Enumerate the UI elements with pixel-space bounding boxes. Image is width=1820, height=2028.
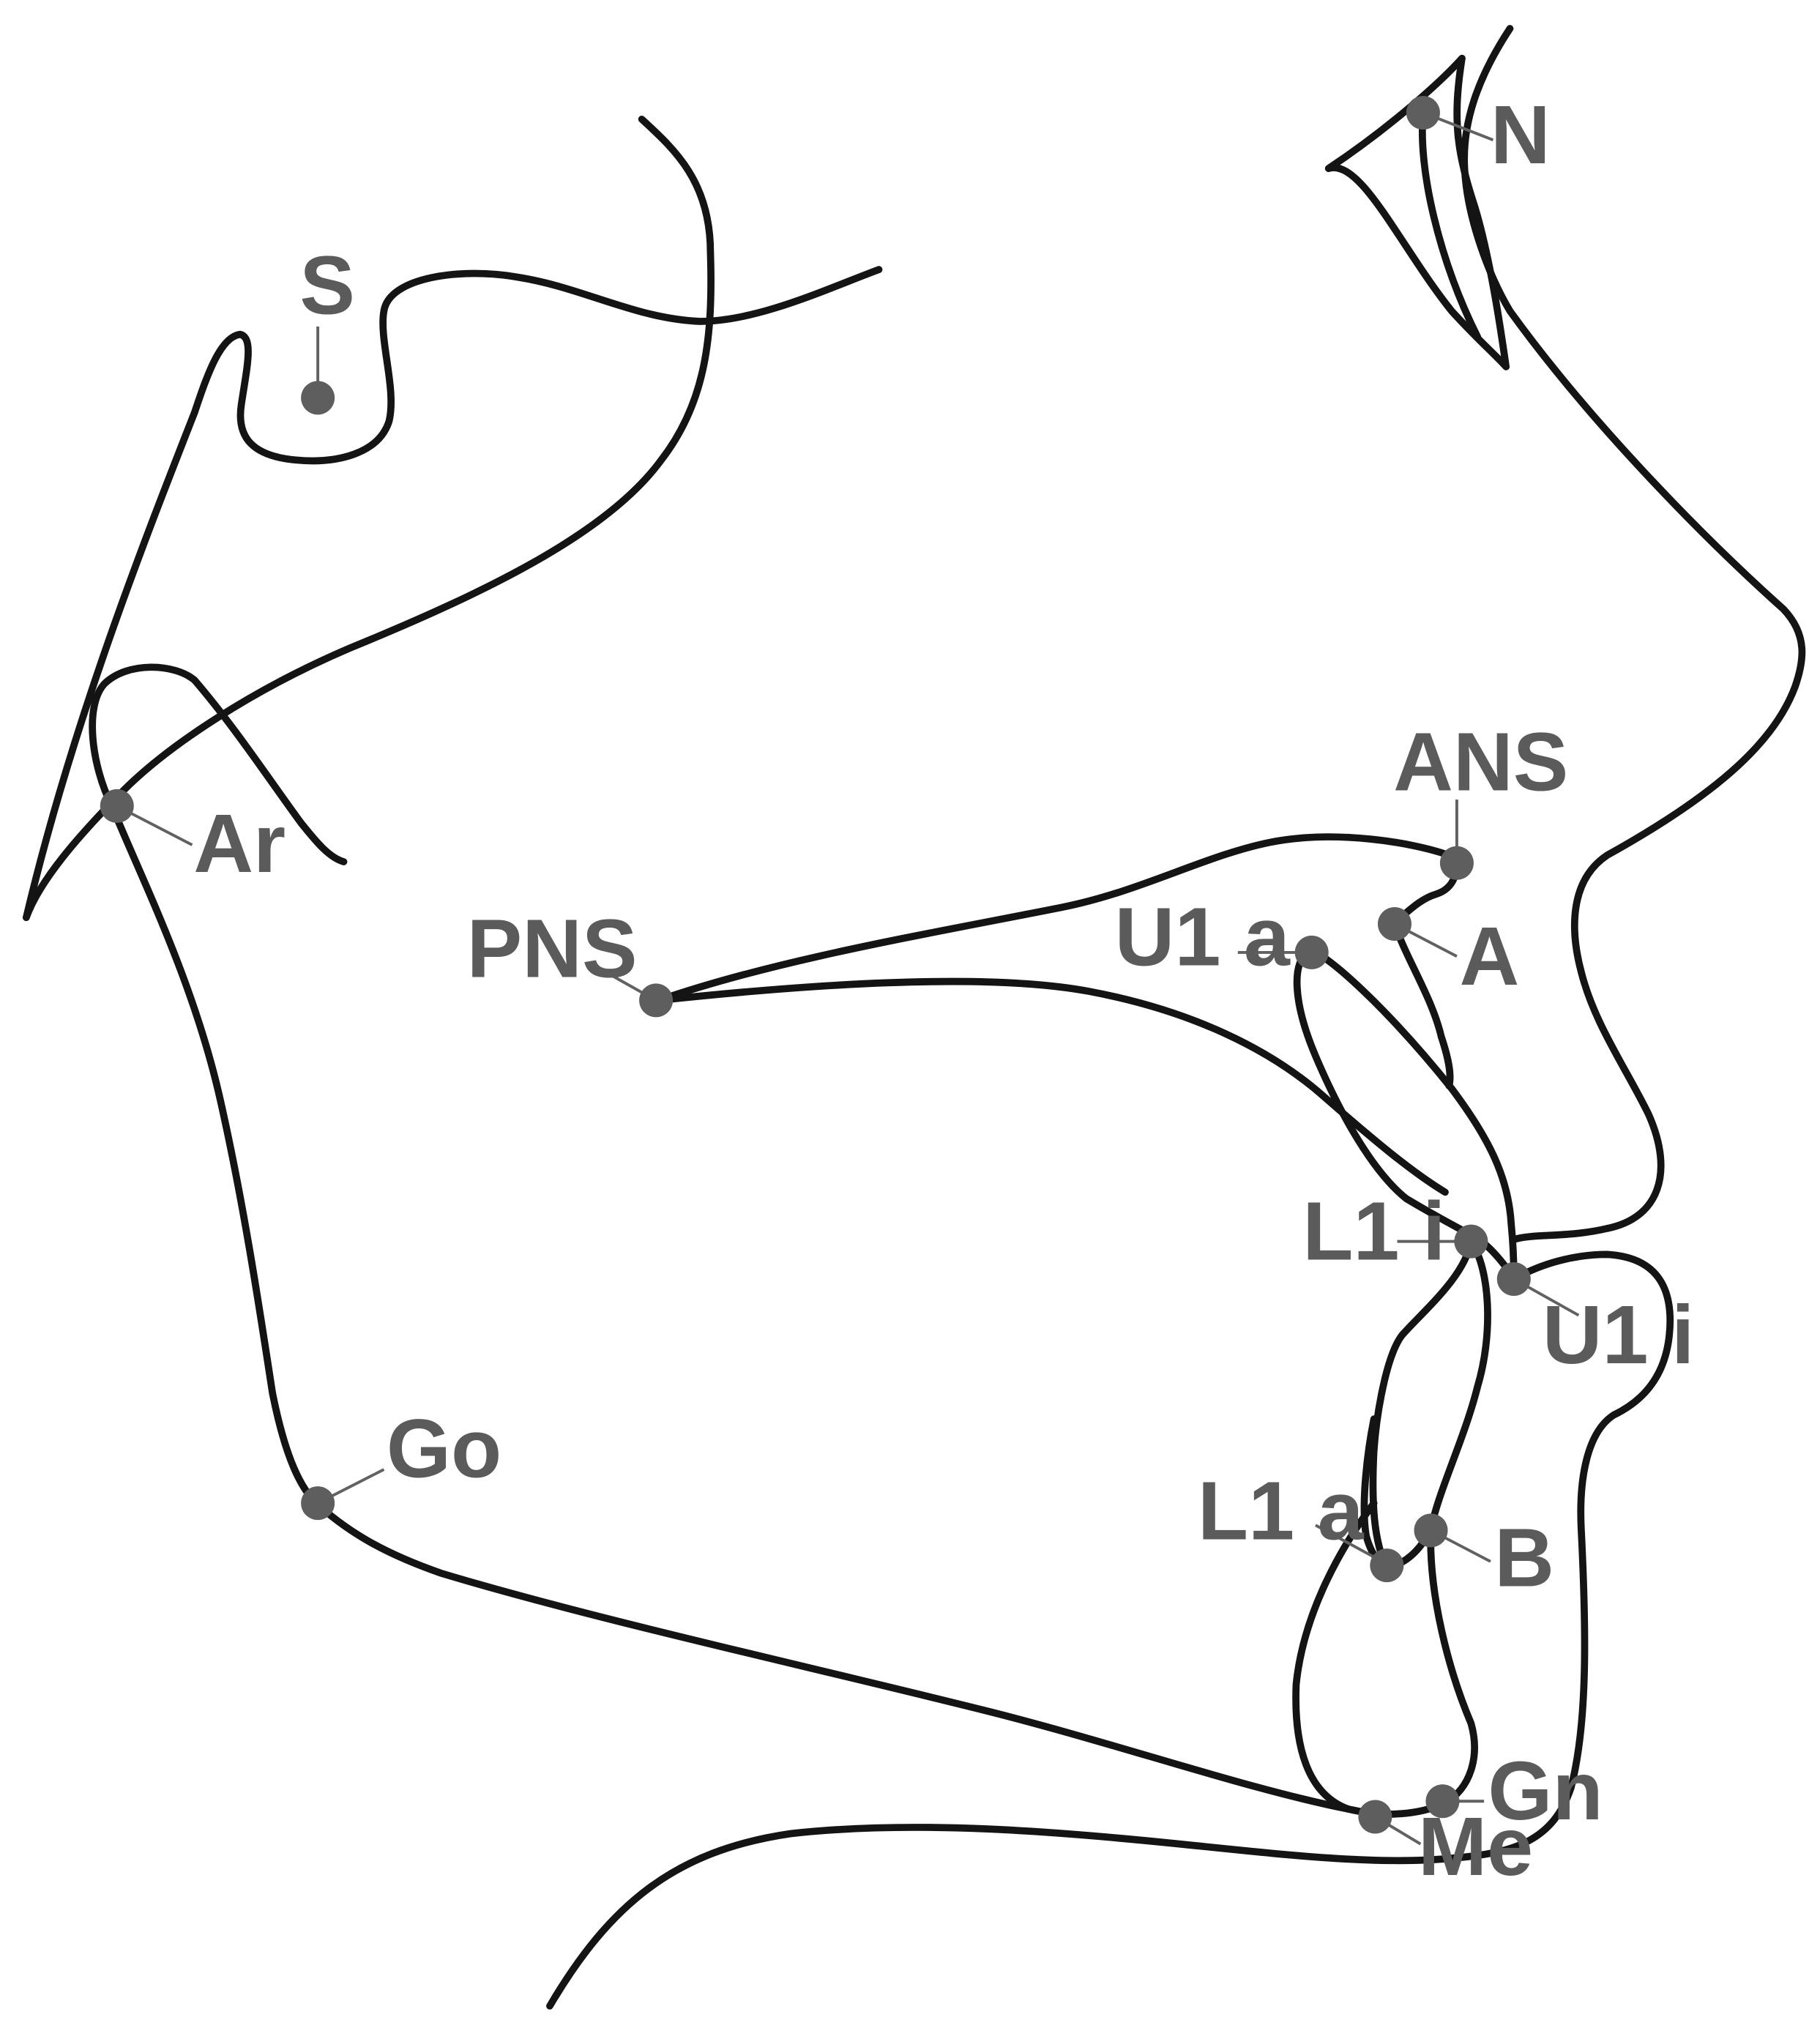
mandible-outline [108, 802, 1448, 1818]
landmark-label-Me: Me [1418, 1800, 1533, 1893]
landmark-Gn: Gn [1425, 1745, 1603, 1838]
condyle-outline [89, 663, 348, 865]
nasal-inner-line [1418, 110, 1482, 341]
landmark-L1i: L1 i [1302, 1185, 1488, 1278]
symphysis-inner [1292, 1499, 1378, 1813]
lower-incisor-outline [1369, 1237, 1475, 1572]
landmark-label-U1a: U1 a [1115, 891, 1291, 984]
landmarks: S N Ar ANS PNS A [100, 89, 1695, 1893]
landmark-label-A: A [1459, 910, 1519, 1003]
landmark-label-Go: Go [387, 1403, 501, 1496]
landmark-L1a: L1 a [1198, 1465, 1404, 1583]
sella-cranial-base-outline [23, 266, 883, 922]
landmark-S: S [299, 239, 355, 415]
landmark-N: N [1406, 89, 1551, 182]
landmark-PNS: PNS [467, 903, 674, 1018]
soft-tissue-lips-chin [546, 1250, 1674, 2010]
landmark-label-PNS: PNS [467, 903, 638, 996]
upper-incisor-labial [1308, 946, 1518, 1282]
landmark-A: A [1377, 906, 1519, 1003]
landmark-label-U1i: U1 i [1543, 1289, 1695, 1382]
palate-lower-outline [654, 977, 1449, 1196]
landmark-label-S: S [299, 239, 355, 332]
symphysis-outline [1383, 1525, 1478, 1808]
landmark-label-B: B [1494, 1511, 1554, 1604]
soft-tissue-profile [1461, 25, 1806, 1242]
upper-alveolus [1391, 920, 1454, 1090]
palate-upper-outline [654, 833, 1459, 1004]
landmark-U1i: U1 i [1496, 1261, 1695, 1382]
landmark-Go: Go [301, 1403, 501, 1521]
landmark-label-L1i: L1 i [1302, 1185, 1445, 1278]
landmark-label-Ar: Ar [193, 797, 286, 890]
landmark-label-ANS: ANS [1393, 716, 1568, 809]
landmark-label-N: N [1491, 89, 1551, 182]
landmark-Ar: Ar [100, 789, 286, 890]
landmark-label-Gn: Gn [1488, 1745, 1603, 1838]
lower-incisor-labial [1427, 1237, 1491, 1533]
anatomical-outlines [23, 25, 1806, 2010]
landmark-B: B [1414, 1511, 1554, 1604]
landmark-label-L1a: L1 a [1198, 1465, 1365, 1558]
landmark-U1a: U1 a [1115, 891, 1329, 984]
landmark-ANS: ANS [1393, 716, 1568, 880]
landmark-Me: Me [1358, 1800, 1533, 1893]
